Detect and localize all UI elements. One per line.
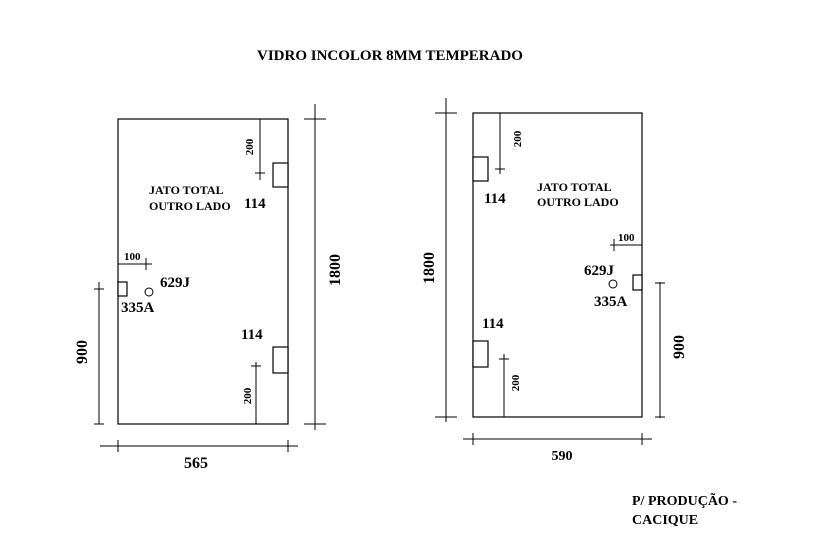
finish-note-line2: OUTRO LADO — [537, 195, 619, 209]
panel-outline — [472, 112, 643, 418]
drawing-title: VIDRO INCOLOR 8MM TEMPERADO — [257, 48, 523, 64]
lock-height-dim: 900 — [74, 340, 91, 364]
hinge-bottom-dim: 200 — [242, 387, 254, 404]
panel-outline — [117, 118, 289, 425]
width-dim: 565 — [184, 455, 208, 472]
handle-label: 629J — [160, 275, 191, 291]
hinge-top-dim: 200 — [512, 130, 524, 147]
hinge-cutout-bottom — [272, 346, 289, 374]
lock-cutout — [117, 281, 128, 297]
finish-note-line1: JATO TOTAL — [537, 180, 612, 194]
lock-label: 335A — [121, 300, 155, 316]
hinge-bottom-label: 114 — [241, 327, 263, 343]
lock-label: 335A — [594, 294, 628, 310]
height-dim: 1800 — [327, 254, 344, 286]
height-dim: 1800 — [421, 252, 438, 284]
production-note-line2: CACIQUE — [632, 513, 698, 528]
lock-cutout — [632, 274, 643, 291]
hinge-top-label: 114 — [244, 196, 266, 212]
glass-panel-left: 200 114 JATO TOTAL OUTRO LADO 100 629J 3… — [74, 104, 344, 472]
hinge-cutout-bottom — [472, 340, 489, 368]
handle-hole — [608, 279, 618, 289]
lock-offset-dim: 100 — [618, 232, 635, 244]
width-dim: 590 — [552, 449, 573, 464]
handle-hole — [144, 287, 154, 297]
hinge-bottom-dim: 200 — [510, 374, 522, 391]
glass-panel-right: 200 114 JATO TOTAL OUTRO LADO 100 629J 3… — [421, 98, 688, 464]
hinge-cutout-top — [272, 162, 289, 188]
finish-note-line2: OUTRO LADO — [149, 199, 231, 213]
hinge-top-dim: 200 — [244, 138, 256, 155]
finish-note-line1: JATO TOTAL — [149, 183, 224, 197]
lock-height-dim: 900 — [671, 335, 688, 359]
lock-offset-dim: 100 — [124, 251, 141, 263]
hinge-bottom-label: 114 — [482, 316, 504, 332]
handle-label: 629J — [584, 263, 615, 279]
production-note-line1: P/ PRODUÇÃO - — [632, 491, 737, 509]
hinge-cutout-top — [472, 156, 489, 182]
hinge-top-label: 114 — [484, 191, 506, 207]
